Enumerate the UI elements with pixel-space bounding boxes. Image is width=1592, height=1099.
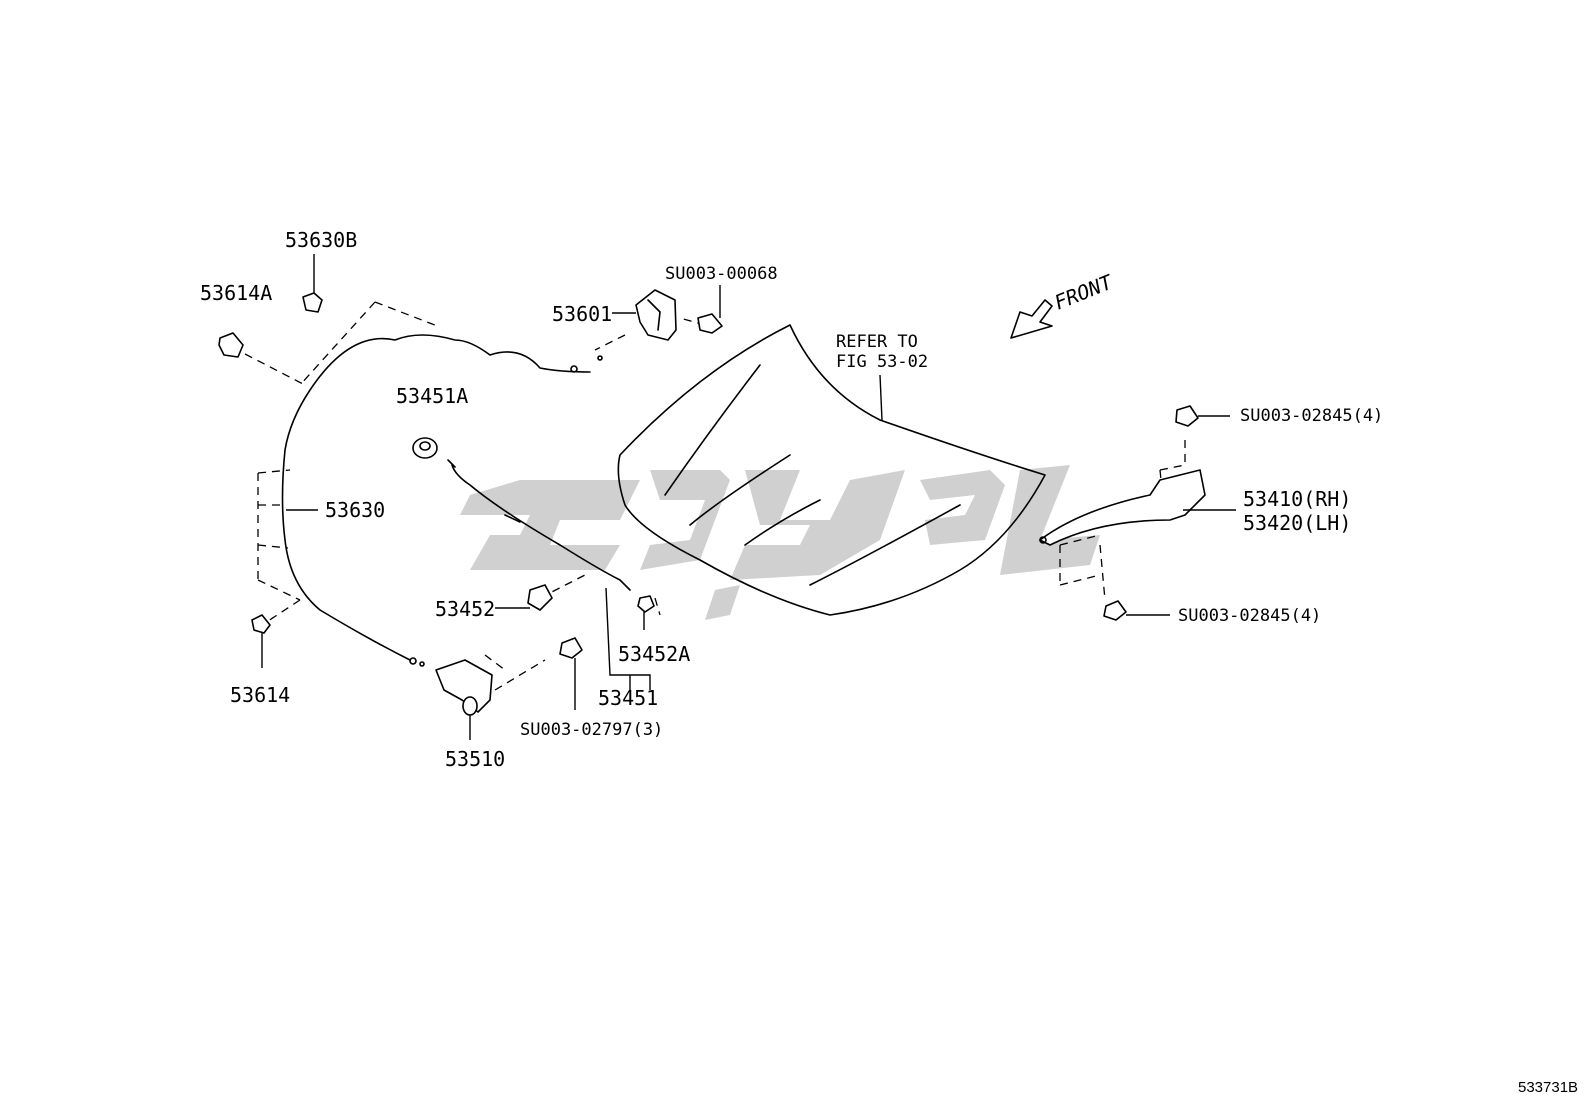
label-53452A: 53452A: [618, 642, 690, 666]
label-refer-to: REFER TO: [836, 332, 918, 352]
part-labels: 53630B 53614A 53601 SU003-00068 REFER TO…: [200, 228, 1578, 1096]
label-su003-02845-lower: SU003-02845(4): [1178, 606, 1321, 626]
label-53451: 53451: [598, 686, 658, 710]
diagram-number: 533731B: [1518, 1079, 1578, 1096]
bolt-su003-02797: [559, 637, 583, 659]
front-label: FRONT: [1051, 269, 1118, 315]
hood-lock-cable: [281, 334, 603, 667]
part-53451A-cushion: [412, 437, 438, 459]
part-53614A-clip: [218, 332, 244, 358]
label-su003-02797: SU003-02797(3): [520, 720, 663, 740]
label-53452: 53452: [435, 597, 495, 621]
part-53614-clip: [251, 614, 271, 634]
label-53630B: 53630B: [285, 228, 357, 252]
label-53630: 53630: [325, 498, 385, 522]
hood-panel: [617, 324, 1046, 616]
label-53410-rh: 53410(RH): [1243, 487, 1351, 511]
hood-support-rod: [447, 459, 631, 591]
label-su003-00068: SU003-00068: [665, 264, 778, 284]
part-53630B-clip: [302, 292, 323, 313]
label-53601: 53601: [552, 302, 612, 326]
watermark-logo: [460, 465, 1100, 620]
label-53614A: 53614A: [200, 281, 272, 305]
label-53451A: 53451A: [396, 384, 468, 408]
front-direction-arrow: FRONT: [1010, 269, 1118, 339]
label-su003-02845-upper: SU003-02845(4): [1240, 406, 1383, 426]
assembly-lines: [244, 301, 1186, 706]
part-53452A-clip: [637, 595, 655, 613]
label-fig-53-02: FIG 53-02: [836, 352, 928, 372]
label-53420-lh: 53420(LH): [1243, 511, 1351, 535]
label-53614: 53614: [230, 683, 290, 707]
part-53601-release-lever: [635, 289, 677, 341]
part-53452-holder: [527, 584, 553, 611]
part-53510-hood-lock: [435, 659, 493, 716]
label-53510: 53510: [445, 747, 505, 771]
leader-lines: [261, 254, 1236, 740]
bolt-su003-00068: [697, 313, 723, 334]
part-53410-hood-hinge: [1039, 469, 1206, 546]
bolt-su003-02845-lower: [1103, 600, 1127, 621]
bolt-su003-02845-upper: [1175, 405, 1199, 427]
